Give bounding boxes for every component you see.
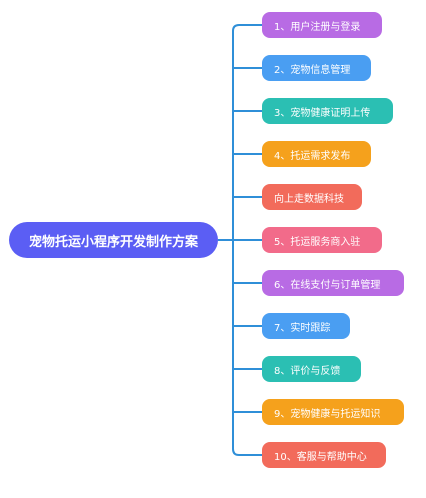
branch-node-3[interactable]: 3、宠物健康证明上传 [262,98,393,124]
branch-node-7[interactable]: 7、实时跟踪 [262,313,350,339]
branch-node-10[interactable]: 10、客服与帮助中心 [262,442,386,468]
branch-node-6[interactable]: 6、在线支付与订单管理 [262,270,404,296]
branch-connector-11 [232,448,262,456]
branch-node-1[interactable]: 1、用户注册与登录 [262,12,382,38]
branch-node-4[interactable]: 4、托运需求发布 [262,141,371,167]
branch-node-5[interactable]: 5、托运服务商入驻 [262,227,382,253]
branch-node-9[interactable]: 9、宠物健康与托运知识 [262,399,404,425]
branch-node-2[interactable]: 2、宠物信息管理 [262,55,371,81]
root-node[interactable]: 宠物托运小程序开发制作方案 [9,222,218,258]
branch-connector-1 [232,24,262,32]
branch-node-watermark[interactable]: 向上走数据科技 [262,184,362,210]
branch-node-8[interactable]: 8、评价与反馈 [262,356,361,382]
